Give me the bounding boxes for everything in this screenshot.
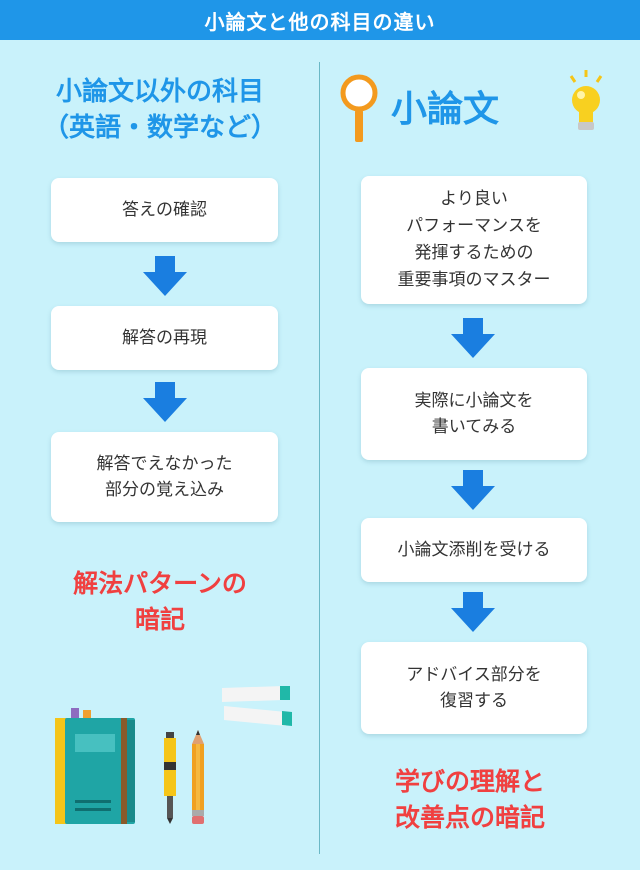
left-step-1: 答えの確認 <box>51 178 278 242</box>
right-result: 学びの理解と 改善点の暗記 <box>340 764 600 836</box>
left-title-line2: （英語・数学など） <box>42 113 277 143</box>
right-step-1: より良い パフォーマンスを 発揮するための 重要事項のマスター <box>361 176 587 304</box>
down-arrow-icon <box>451 470 495 510</box>
right-step-3-line1: 小論文添削を受ける <box>397 540 551 560</box>
magnifying-glass-icon <box>340 74 378 142</box>
right-step-1-line2: パフォーマンスを <box>406 216 542 236</box>
left-step-3-line2: 部分の覚え込み <box>105 480 224 500</box>
right-step-2: 実際に小論文を 書いてみる <box>361 368 587 460</box>
left-result-line1: 解法パターンの <box>73 569 247 598</box>
left-step-3-line1: 解答でえなかった <box>96 454 233 474</box>
right-step-3: 小論文添削を受ける <box>361 518 587 582</box>
right-step-2-line2: 書いてみる <box>431 417 517 437</box>
right-step-1-line3: 発揮するための <box>414 243 534 263</box>
notebook-icon <box>55 708 135 824</box>
right-result-line1: 学びの理解と <box>394 767 545 796</box>
down-arrow-icon <box>143 256 187 296</box>
right-step-4-line1: アドバイス部分を <box>406 665 542 685</box>
right-result-line2: 改善点の暗記 <box>394 803 545 832</box>
column-divider <box>319 62 320 854</box>
right-step-2-line1: 実際に小論文を <box>414 391 534 411</box>
left-step-2-line1: 解答の再現 <box>122 328 207 348</box>
down-arrow-icon <box>451 318 495 358</box>
left-result-line2: 暗記 <box>134 605 185 634</box>
pen-icon <box>164 732 176 824</box>
right-step-4-line2: 復習する <box>440 691 508 711</box>
right-column-title: 小論文 <box>390 89 499 130</box>
sticky-notes-icon <box>222 686 292 726</box>
down-arrow-icon <box>451 592 495 632</box>
pencil-icon <box>192 730 204 824</box>
left-title-line1: 小論文以外の科目 <box>55 77 264 107</box>
left-step-3: 解答でえなかった 部分の覚え込み <box>51 432 278 522</box>
right-step-1-line4: 重要事項のマスター <box>397 270 551 290</box>
right-step-4: アドバイス部分を 復習する <box>361 642 587 734</box>
down-arrow-icon <box>143 382 187 422</box>
right-step-1-line1: より良い <box>440 189 508 209</box>
light-bulb-icon <box>569 70 603 130</box>
left-column-title: 小論文以外の科目 （英語・数学など） <box>20 74 300 146</box>
page-title: 小論文と他の科目の違い <box>0 0 640 40</box>
left-result: 解法パターンの 暗記 <box>30 566 290 638</box>
left-step-2: 解答の再現 <box>51 306 278 370</box>
left-step-1-line1: 答えの確認 <box>122 200 207 220</box>
